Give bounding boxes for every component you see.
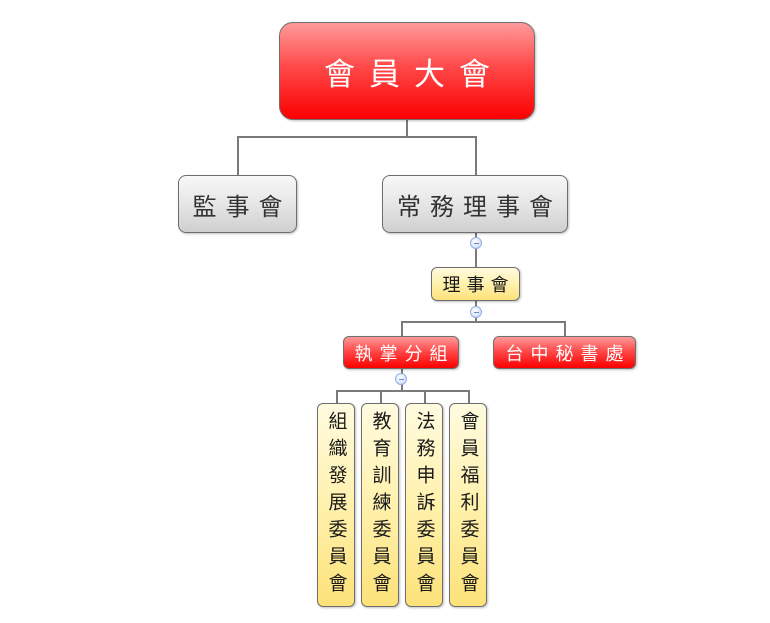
committee-3-char: 委 — [414, 522, 433, 550]
connector-to-secretariat — [564, 321, 566, 336]
node-standing-board-label: 常務理事會 — [397, 192, 562, 221]
connector-level3-horizontal — [401, 321, 565, 323]
committee-1-char: 織 — [326, 438, 345, 466]
node-committee-legal[interactable]: 法務申訴委員會 法 務 申 訴 委 員 會 — [405, 403, 443, 607]
connector-to-supervisors — [237, 136, 239, 175]
connector-committees-horizontal — [336, 390, 469, 392]
committee-1-char: 員 — [326, 550, 345, 578]
node-divisions[interactable]: 執掌分組 — [343, 336, 459, 369]
committee-3-char: 務 — [414, 438, 433, 466]
connector-root-down — [406, 120, 408, 136]
connector-level1-horizontal — [237, 136, 476, 138]
committee-2-label-box: 教育訓練委員會 — [362, 404, 398, 606]
committee-4-char: 會 — [458, 578, 477, 606]
committee-2-char: 育 — [370, 438, 389, 466]
committee-2-char: 委 — [370, 522, 389, 550]
node-supervisors[interactable]: 監事會 — [178, 175, 297, 233]
node-supervisors-label: 監事會 — [192, 192, 292, 221]
committee-2-chars: 教 育 訓 練 委 員 會 — [362, 404, 398, 606]
collapse-minus-icon[interactable] — [395, 373, 407, 385]
connector-committee-3 — [424, 390, 426, 403]
node-general-assembly[interactable]: 會員大會 — [279, 22, 535, 120]
committee-3-char: 申 — [414, 466, 433, 494]
collapse-minus-icon[interactable] — [470, 237, 482, 249]
committee-4-label-box: 會員福利委員會 — [450, 404, 486, 606]
committee-2-char: 會 — [370, 578, 389, 606]
node-general-assembly-label: 會員大會 — [324, 56, 504, 93]
committee-4-char: 員 — [458, 550, 477, 578]
committee-2-char: 練 — [370, 494, 389, 522]
committee-3-char: 員 — [414, 550, 433, 578]
committee-3-label: 法務申訴委員會 — [413, 410, 436, 600]
committee-1-char: 組 — [326, 410, 345, 438]
node-committee-organization[interactable]: 組織發展委員會 組 織 發 展 委 員 會 — [317, 403, 355, 607]
committee-4-chars: 會 員 福 利 委 員 會 — [450, 404, 486, 606]
committee-1-label-box: 組織發展委員會 — [318, 404, 354, 606]
connector-committee-2 — [380, 390, 382, 403]
committee-1-char: 展 — [326, 494, 345, 522]
committee-1-chars: 組 織 發 展 委 員 會 — [318, 404, 354, 606]
committee-3-char: 法 — [414, 410, 433, 438]
node-standing-board[interactable]: 常務理事會 — [382, 175, 568, 233]
collapse-minus-icon[interactable] — [470, 306, 482, 318]
committee-4-char: 利 — [458, 494, 477, 522]
committee-3-char: 訴 — [414, 494, 433, 522]
committee-3-label-box: 法務申訴委員會 — [406, 404, 442, 606]
node-board[interactable]: 理事會 — [431, 267, 520, 301]
node-board-label: 理事會 — [442, 275, 515, 296]
committee-4-label: 會員福利委員會 — [457, 410, 480, 600]
node-divisions-label: 執掌分組 — [354, 343, 455, 365]
committee-1-char: 委 — [326, 522, 345, 550]
committee-1-char: 發 — [326, 466, 345, 494]
committee-1-char: 會 — [326, 578, 345, 606]
node-committee-education[interactable]: 教育訓練委員會 教 育 訓 練 委 員 會 — [361, 403, 399, 607]
committee-4-char: 會 — [458, 410, 477, 438]
node-secretariat-label: 台中秘書處 — [505, 343, 631, 365]
node-committee-welfare[interactable]: 會員福利委員會 會 員 福 利 委 員 會 — [449, 403, 487, 607]
connector-committee-4 — [468, 390, 470, 403]
committee-2-label: 教育訓練委員會 — [369, 410, 392, 600]
connector-to-divisions — [401, 321, 403, 336]
connector-to-standing-board — [475, 136, 477, 175]
committee-4-char: 福 — [458, 466, 477, 494]
committee-3-chars: 法 務 申 訴 委 員 會 — [406, 404, 442, 606]
committee-2-char: 員 — [370, 550, 389, 578]
committee-2-char: 教 — [370, 410, 389, 438]
committee-4-char: 員 — [458, 438, 477, 466]
node-secretariat[interactable]: 台中秘書處 — [493, 336, 636, 369]
committee-3-char: 會 — [414, 578, 433, 606]
committee-1-label: 組織發展委員會 — [325, 410, 348, 600]
committee-2-char: 訓 — [370, 466, 389, 494]
connector-committee-1 — [336, 390, 338, 403]
connector-standing-to-board — [475, 233, 477, 267]
committee-4-char: 委 — [458, 522, 477, 550]
